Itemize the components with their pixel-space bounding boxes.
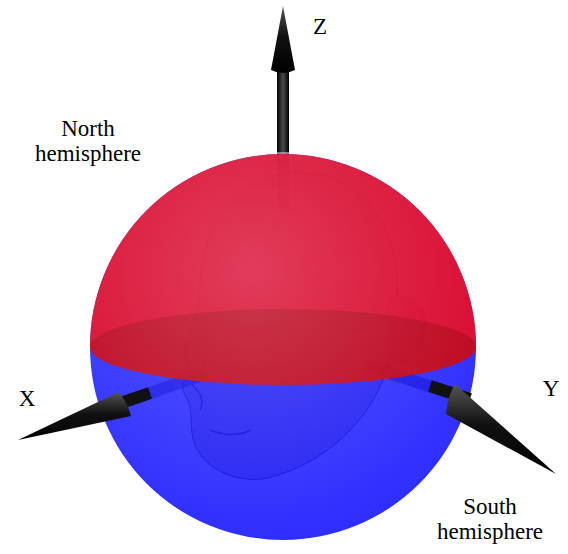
region-label: South hemisphere: [422, 494, 558, 545]
sphere-shading: [90, 154, 476, 540]
region-label: North hemisphere: [20, 116, 156, 167]
axis-label: Z: [305, 14, 335, 39]
south-hemisphere: [90, 154, 476, 540]
axis-label: Y: [538, 376, 564, 401]
y-axis: [430, 384, 556, 474]
x-axis: [18, 392, 150, 440]
z-axis: [271, 6, 295, 152]
axis-label: X: [12, 386, 42, 411]
